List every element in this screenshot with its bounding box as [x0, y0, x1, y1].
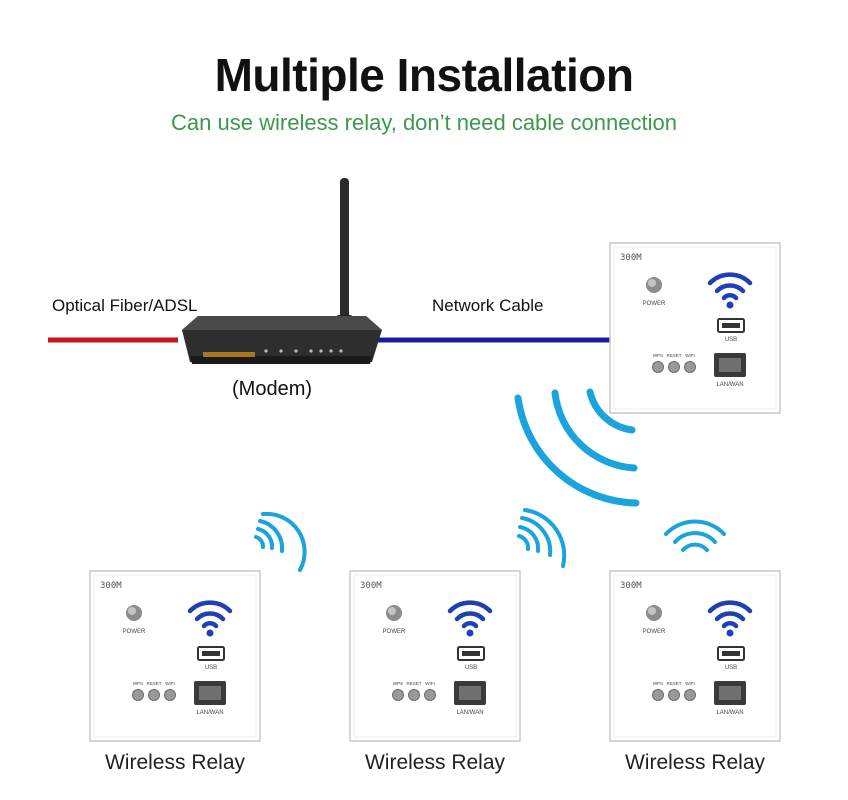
svg-text:WIFI: WIFI	[165, 681, 175, 686]
svg-text:POWER: POWER	[123, 629, 146, 635]
svg-text:POWER: POWER	[383, 629, 406, 635]
svg-text:300M: 300M	[360, 581, 382, 591]
relay-panel-3: 300M POWER USB WPS RESET WIFI LAN/WAN	[610, 571, 780, 741]
relay-panel-1: 300M POWER USB WPS RESET WIFI LAN/WAN	[90, 571, 260, 741]
svg-text:RESET: RESET	[666, 681, 681, 686]
wall-router-main: 300M POWER USB WPS RESET WIFI LAN/WAN	[610, 243, 780, 413]
relay-label-2: Wireless Relay	[364, 751, 506, 774]
relay-label-3: Wireless Relay	[624, 751, 766, 774]
svg-text:WPS: WPS	[653, 681, 663, 686]
svg-text:WPS: WPS	[133, 681, 143, 686]
relay-label-1: Wireless Relay	[104, 751, 246, 774]
svg-text:LAN/WAN: LAN/WAN	[716, 710, 743, 716]
lan-label: LAN/WAN	[716, 382, 743, 388]
svg-text:300M: 300M	[620, 581, 642, 591]
svg-text:USB: USB	[465, 665, 477, 671]
fiber-label: Optical Fiber/ADSL	[52, 296, 198, 315]
page-subtitle: Can use wireless relay, don’t need cable…	[171, 110, 677, 135]
svg-text:WIFI: WIFI	[685, 681, 695, 686]
svg-text:LAN/WAN: LAN/WAN	[196, 710, 223, 716]
svg-text:RESET: RESET	[146, 681, 161, 686]
svg-text:USB: USB	[725, 665, 737, 671]
svg-text:POWER: POWER	[643, 629, 666, 635]
svg-text:WIFI: WIFI	[425, 681, 435, 686]
relay-panel-2: 300M POWER USB WPS RESET WIFI LAN/WAN	[350, 571, 520, 741]
wps-label: WPS	[653, 353, 663, 358]
relay-3-signal-icon	[664, 519, 726, 552]
power-label: POWER	[643, 301, 666, 307]
relay-2-signal-icon	[517, 508, 567, 568]
svg-text:LAN/WAN: LAN/WAN	[456, 710, 483, 716]
svg-text:RESET: RESET	[406, 681, 421, 686]
panel-model-label: 300M	[620, 253, 642, 263]
relay-1-signal-icon	[254, 511, 307, 572]
modem-router-icon	[182, 178, 382, 364]
svg-text:300M: 300M	[100, 581, 122, 591]
network-cable-label: Network Cable	[432, 296, 544, 315]
page-title: Multiple Installation	[214, 49, 634, 101]
wifi-label: WIFI	[685, 353, 695, 358]
main-signal-icon	[514, 388, 640, 507]
usb-label: USB	[725, 337, 737, 343]
svg-text:WPS: WPS	[393, 681, 403, 686]
svg-text:USB: USB	[205, 665, 217, 671]
modem-label: (Modem)	[232, 378, 313, 400]
reset-label: RESET	[666, 353, 681, 358]
